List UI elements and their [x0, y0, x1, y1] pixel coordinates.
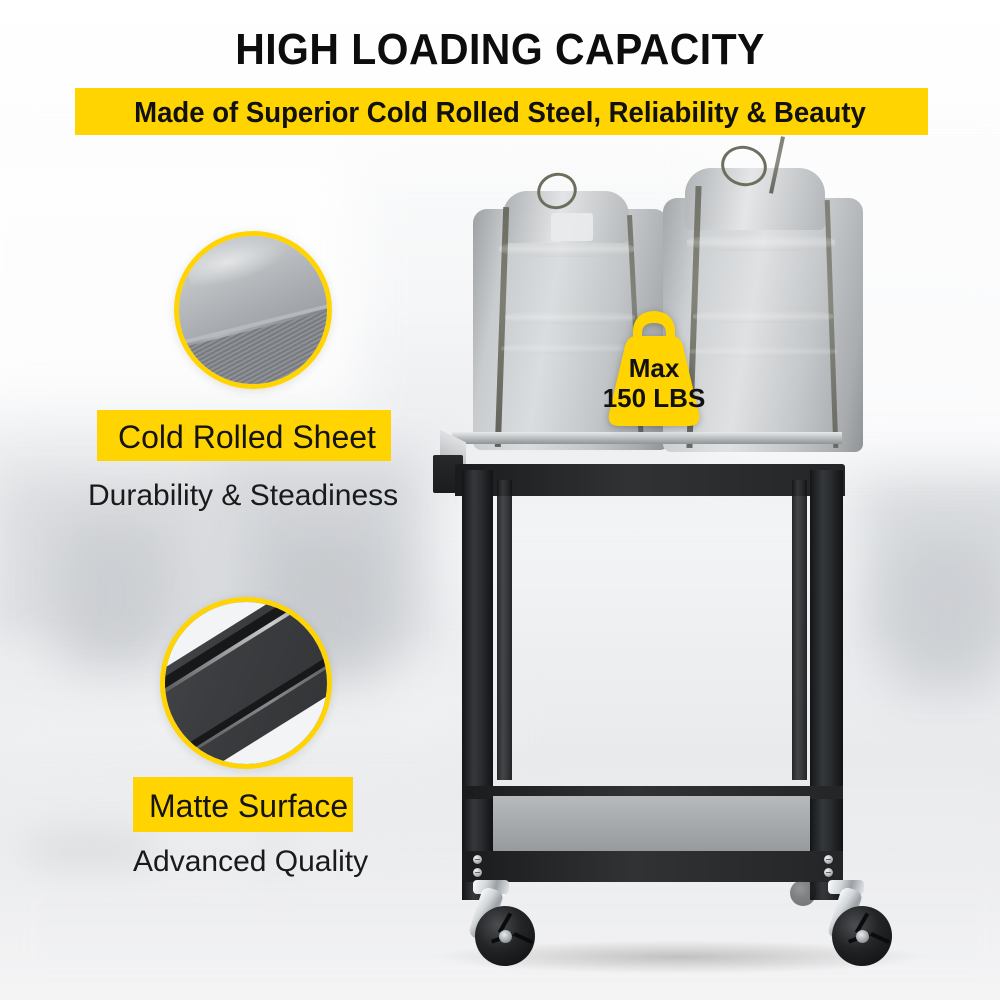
weight-badge-icon	[608, 311, 700, 426]
cart-leg-rear-right	[792, 480, 807, 780]
poly-sack-right-fold-3	[689, 346, 837, 357]
cart-floor-shadow	[430, 940, 930, 974]
cart-bolt-bottom-right-upper	[824, 855, 833, 864]
background-chair-base-left	[20, 835, 160, 865]
cart-top-apron	[455, 464, 845, 496]
caster-front-right	[818, 878, 908, 968]
poly-sack-left-fold-2	[505, 311, 635, 324]
max-weight-badge: Max 150 LBS	[595, 310, 713, 430]
poly-sack-left-fold-1	[499, 241, 634, 257]
cart-bolt-bottom-left-upper	[473, 855, 482, 864]
matte-surface-label: Matte Surface	[149, 788, 349, 824]
cart-leg-front-right	[810, 470, 843, 900]
cart-bolt-bottom-left-lower	[473, 868, 482, 877]
cold-rolled-sheet-inset	[174, 231, 332, 389]
matte-surface-inset	[160, 597, 332, 769]
subheadline-banner	[75, 88, 928, 135]
poly-sack-right-fold-1	[687, 234, 835, 251]
max-weight-badge-line2: 150 LBS	[602, 383, 706, 413]
cart-shelf-top-rail	[462, 786, 843, 799]
caster-front-left-hub	[499, 930, 512, 943]
steel-sheet-stack-icon	[179, 236, 327, 384]
page-subheadline: Made of Superior Cold Rolled Steel, Reli…	[134, 97, 866, 129]
cart-shelf-front-rail	[462, 851, 843, 882]
matte-steel-surface-icon	[165, 602, 327, 764]
cold-rolled-sheet-label-banner	[97, 410, 391, 461]
matte-surface-caption: Advanced Quality	[133, 845, 369, 878]
caster-rear-right-wheel	[790, 880, 816, 906]
max-weight-badge-line1: Max	[628, 353, 680, 383]
caster-front-left	[461, 878, 551, 968]
poly-sack-right-neck	[685, 168, 825, 230]
matte-surface-label-banner	[133, 777, 353, 832]
poly-sack-right	[663, 136, 863, 452]
background-chair-3	[890, 540, 1000, 690]
background-chair-1	[60, 520, 170, 670]
cold-rolled-sheet-label: Cold Rolled Sheet	[118, 419, 376, 455]
poly-sack-right-fold-2	[693, 310, 833, 323]
cart-lower-shelf-panel	[493, 796, 810, 856]
cart-leg-rear-left	[497, 480, 512, 780]
page-headline: HIGH LOADING CAPACITY	[235, 25, 765, 74]
caster-front-right-hub	[856, 930, 869, 943]
cart-top-tray-lip	[452, 432, 842, 444]
cart-leg-front-left	[462, 470, 493, 900]
poly-sack-left-fold-3	[501, 343, 639, 354]
poly-sack-left-label-patch	[551, 213, 593, 241]
cold-rolled-sheet-caption: Durability & Steadiness	[88, 479, 399, 512]
cart-bolt-bottom-right-lower	[824, 868, 833, 877]
